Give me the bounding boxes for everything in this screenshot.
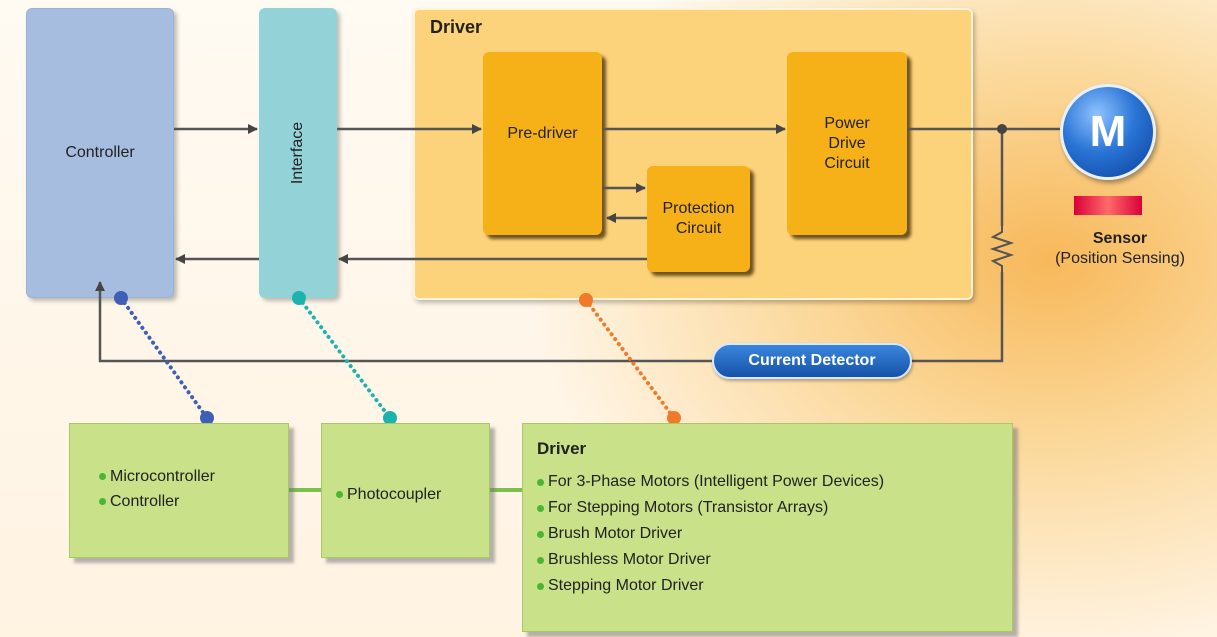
controller-details-list: Microcontroller Controller bbox=[99, 464, 288, 514]
controller-label: Controller bbox=[65, 144, 135, 161]
interface-details-list: Photocoupler bbox=[336, 482, 489, 507]
list-item: Microcontroller bbox=[99, 464, 288, 489]
driver-details-title: Driver bbox=[537, 439, 587, 458]
list-item: For 3-Phase Motors (Intelligent Power De… bbox=[537, 469, 1012, 495]
pre-driver-block: Pre-driver bbox=[483, 52, 602, 235]
controller-details-box: Microcontroller Controller bbox=[69, 423, 289, 558]
bullet-icon bbox=[99, 473, 106, 480]
list-item: Photocoupler bbox=[336, 482, 489, 507]
current-detector-label: Current Detector bbox=[748, 352, 876, 369]
bullet-icon bbox=[537, 530, 544, 538]
list-item: Controller bbox=[99, 489, 288, 514]
interface-block: Interface bbox=[259, 8, 337, 298]
power-drive-label: Power Drive Circuit bbox=[824, 114, 870, 172]
sensor-icon bbox=[1074, 196, 1142, 215]
current-detector-badge: Current Detector bbox=[712, 343, 912, 379]
motor-label: M bbox=[1089, 107, 1127, 156]
interface-details-box: Photocoupler bbox=[321, 423, 490, 558]
bullet-icon bbox=[537, 582, 544, 590]
bullet-icon bbox=[99, 498, 106, 505]
list-item: For Stepping Motors (Transistor Arrays) bbox=[537, 495, 1012, 521]
bullet-icon bbox=[537, 556, 544, 564]
resistor-icon bbox=[989, 226, 1015, 272]
bullet-icon bbox=[537, 478, 544, 486]
junction-dot bbox=[997, 124, 1007, 134]
list-item: Brush Motor Driver bbox=[537, 521, 1012, 547]
driver-details-box: Driver For 3-Phase Motors (Intelligent P… bbox=[522, 423, 1013, 632]
list-item: Stepping Motor Driver bbox=[537, 573, 1012, 599]
controller-block: Controller bbox=[26, 8, 174, 298]
protection-circuit-block: Protection Circuit bbox=[647, 166, 750, 272]
wire-current-return bbox=[95, 272, 1004, 363]
bullet-icon bbox=[336, 491, 343, 498]
sensor-label: Sensor (Position Sensing) bbox=[1040, 229, 1200, 269]
list-item: Brushless Motor Driver bbox=[537, 547, 1012, 573]
motor-icon: M bbox=[1060, 84, 1156, 180]
sensor-subtitle: (Position Sensing) bbox=[1055, 250, 1185, 267]
driver-title: Driver bbox=[430, 17, 483, 37]
protection-label: Protection Circuit bbox=[662, 200, 735, 237]
sensor-title: Sensor bbox=[1092, 230, 1148, 247]
driver-details-list: For 3-Phase Motors (Intelligent Power De… bbox=[537, 469, 1012, 599]
bullet-icon bbox=[537, 504, 544, 512]
pre-driver-label: Pre-driver bbox=[507, 125, 578, 142]
power-drive-circuit-block: Power Drive Circuit bbox=[787, 52, 907, 235]
